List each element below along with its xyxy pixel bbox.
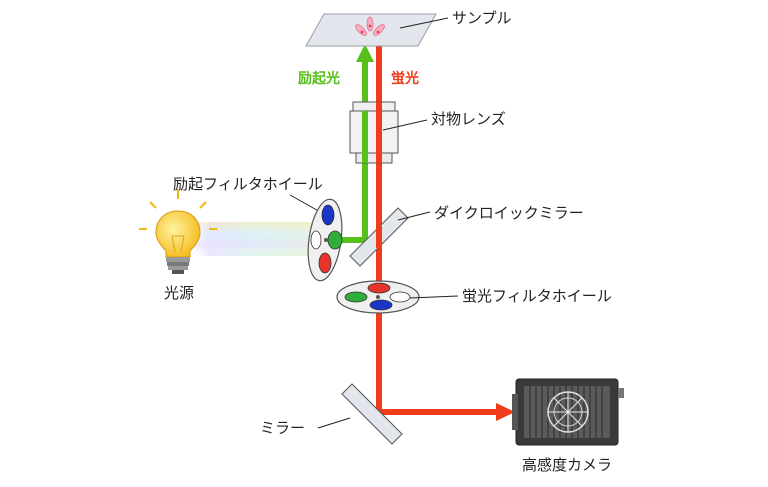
mirror — [341, 383, 403, 445]
objective-lens-label: 対物レンズ — [431, 110, 506, 128]
objective-lens — [349, 101, 399, 164]
excitation-filter-wheel — [307, 198, 343, 282]
camera-icon — [512, 378, 624, 446]
camera-label: 高感度カメラ — [522, 456, 612, 474]
light-source-label: 光源 — [164, 284, 194, 302]
light-source-beam — [190, 222, 316, 256]
fluorescence-path — [376, 20, 515, 421]
dichroic-mirror-label: ダイクロイックミラー — [434, 204, 584, 222]
light-bulb-icon — [139, 189, 217, 274]
fluorescence-arrowhead — [496, 403, 515, 421]
fluorescence-label: 蛍光 — [391, 70, 419, 87]
excitation-filter-wheel-label: 励起フィルタホイール — [173, 175, 323, 193]
mirror-label: ミラー — [260, 419, 305, 437]
mirror-leader-line — [317, 417, 351, 429]
sample-cells-icon — [355, 16, 385, 36]
fluorescence-filter-wheel-label: 蛍光フィルタホイール — [462, 287, 612, 305]
fluorescence-filter-leader-line — [409, 295, 459, 299]
objective-leader-line — [382, 119, 428, 131]
fluorescence-filter-wheel — [336, 280, 420, 314]
excitation-light-label: 励起光 — [298, 70, 340, 87]
excitation-arrowhead — [356, 44, 374, 62]
sample-slide — [305, 13, 437, 47]
dichroic-leader-line — [397, 211, 431, 221]
sample-label: サンプル — [452, 9, 512, 27]
sample-leader-line — [399, 17, 449, 29]
